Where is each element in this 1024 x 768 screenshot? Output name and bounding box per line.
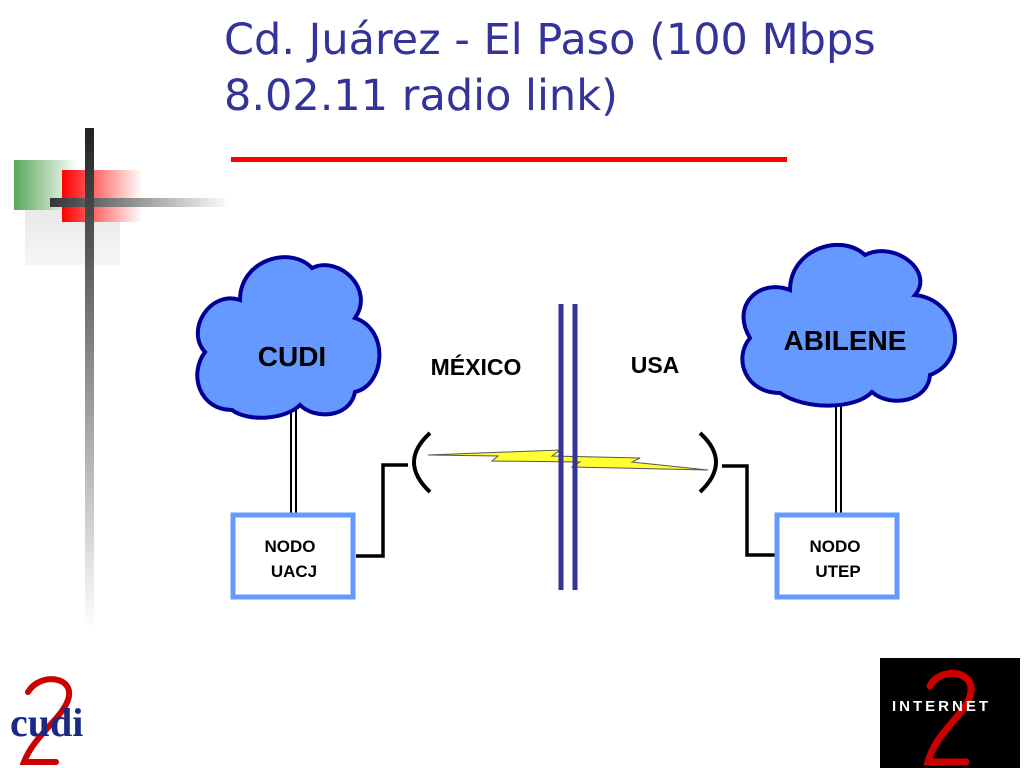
cudi-cloud-label: CUDI: [258, 341, 326, 372]
mexico-label: MÉXICO: [431, 353, 522, 380]
abilene-cloud-label: ABILENE: [784, 325, 907, 356]
slide-title-line-1: Cd. Juárez - El Paso (100 Mbps: [224, 15, 876, 65]
radio-link-beam: [427, 449, 709, 471]
left-antenna-icon: [412, 431, 432, 494]
node-utep-label-line-2: UTEP: [815, 562, 860, 581]
cudi-logo-text: cudi: [10, 700, 83, 745]
cudi-cloud-icon: [195, 255, 382, 420]
usa-label: USA: [631, 352, 680, 378]
slide-title: Cd. Juárez - El Paso (100 Mbps 8.02.11 r…: [224, 12, 1004, 124]
node-uacj-label-line-1: NODO: [265, 537, 316, 556]
utep-antenna-cable: [722, 464, 776, 557]
node-utep-label-line-1: NODO: [810, 537, 861, 556]
node-uacj-box: [230, 512, 356, 600]
border-divider: [558, 304, 578, 590]
internet2-logo-text: INTERNET: [892, 698, 991, 715]
node-utep-box: [774, 512, 900, 600]
abilene-uplink: [835, 405, 842, 515]
right-antenna-icon: [698, 431, 718, 494]
node-uacj-label-line-2: UACJ: [271, 562, 317, 581]
cudi-uplink: [290, 410, 297, 515]
title-underline: [231, 157, 787, 162]
abilene-cloud-icon: [740, 242, 957, 408]
slide-title-line-2: 8.02.11 radio link): [224, 71, 618, 121]
decorative-corner-graphic: [14, 128, 230, 628]
internet2-two-icon: [923, 669, 975, 766]
cudi-logo: cudi: [10, 676, 83, 765]
internet2-logo: INTERNET: [880, 658, 1020, 768]
uacj-antenna-cable: [356, 463, 408, 558]
